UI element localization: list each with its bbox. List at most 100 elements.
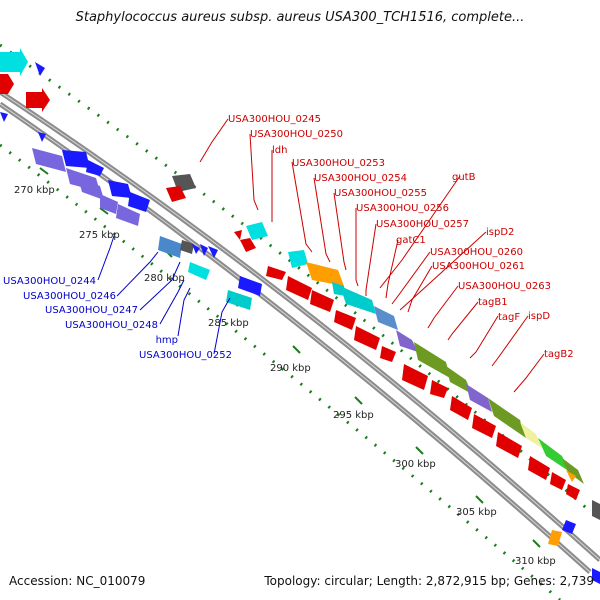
red-gene-labels: USA300HOU_0245 USA300HOU_0250 ldh USA300… [228,114,574,360]
gene-label: USA300HOU_0247 [45,305,138,316]
gene-arrow [0,74,14,94]
gene-label: tagB2 [544,349,574,360]
gene-arrow [286,276,312,300]
gene-label: gatC1 [396,235,426,246]
gene-arrow [562,458,584,484]
gene-label: USA300HOU_0254 [314,173,407,184]
gene-arrow [86,160,104,176]
gene-label: USA300HOU_0246 [23,291,116,302]
gene-arrow [414,342,450,378]
gene-arrow [334,310,356,330]
gene-arrow [0,48,28,76]
gene-arrow [566,470,576,482]
tick-label: 280 kbp [144,273,185,284]
gene-label: USA300HOU_0255 [334,188,427,199]
gene-arrow [402,364,428,390]
gene-arrow [26,88,50,112]
tick-label: 295 kbp [333,410,374,421]
tick-marks [39,167,541,548]
gene-arrow [496,432,522,458]
topology-text: Topology: circular; Length: 2,872,915 bp… [264,574,594,588]
gene-arrow [430,380,448,398]
gene-label: USA300HOU_0250 [250,129,343,140]
gene-label: ispD [528,311,550,322]
gene-label: hmp [156,335,178,346]
scale-labels: 270 kbp 275 kbp 280 kbp 285 kbp 290 kbp … [14,185,556,567]
tick-label: 290 kbp [270,363,311,374]
gene-label: USA300HOU_0257 [376,219,469,230]
gene-arrow [310,290,334,312]
gene-arrow [562,520,576,534]
gene-arrow [592,568,600,584]
gene-arrow [78,178,104,200]
gene-arrow [240,238,256,252]
gene-label: USA300HOU_0260 [430,247,523,258]
gene-arrow [450,396,472,420]
gene-arrow [566,484,580,500]
gene-arrow [520,422,542,448]
tick-label: 275 kbp [79,230,120,241]
gene-arrow [374,306,398,330]
gene-arrow [116,204,140,226]
reverse-genes [32,132,600,584]
gene-arrow [396,330,418,352]
gene-arrow [472,414,496,438]
gene-arrow [340,286,376,314]
gene-arrow [354,326,380,350]
gene-label: USA300HOU_0252 [139,350,232,361]
gene-arrow [200,244,208,256]
gene-arrow [266,266,286,280]
gene-arrow [592,500,600,520]
gene-arrow [166,186,186,202]
gene-arrow [226,290,252,310]
tick-label: 285 kbp [208,318,249,329]
tick-label: 310 kbp [515,556,556,567]
blue-gene-labels: USA300HOU_0244 USA300HOU_0246 USA300HOU_… [3,276,232,361]
gene-label: tagF [498,312,520,323]
gene-label: USA300HOU_0256 [356,203,449,214]
gene-label: gutB [452,172,476,183]
gene-arrow [550,472,566,490]
gene-arrow [188,262,210,280]
gene-arrow [128,192,150,212]
gene-arrow [234,230,242,240]
gene-label: USA300HOU_0244 [3,276,96,287]
gene-label: USA300HOU_0253 [292,158,385,169]
gene-arrow [238,276,262,296]
gene-arrow [180,240,194,254]
gene-arrow [62,150,90,168]
gene-arrow [158,236,182,258]
gene-arrow [380,346,396,362]
gene-arrow [192,244,200,254]
tick-label: 270 kbp [14,185,55,196]
red-leader-lines [199,118,545,393]
gene-arrow [100,194,118,214]
map-title: Staphylococcus aureus subsp. aureus USA3… [75,10,525,25]
gene-label: ldh [272,145,287,156]
tick-label: 305 kbp [456,507,497,518]
gene-arrow [466,384,492,412]
gene-arrow [446,366,472,394]
gene-label: USA300HOU_0261 [432,261,525,272]
gene-arrow [35,62,45,76]
gene-label: USA300HOU_0263 [458,281,551,292]
gene-arrow [108,180,132,198]
gene-label: USA300HOU_0245 [228,114,321,125]
backbone-lower [0,101,592,574]
gene-label: ispD2 [486,227,514,238]
gene-arrow [208,246,218,258]
gene-arrow [32,148,66,172]
blue-leader-lines [97,235,231,355]
tick-label: 300 kbp [395,459,436,470]
gene-arrow [528,456,550,480]
gene-arrow [38,132,46,142]
gene-arrow [488,398,526,438]
gene-arrow [0,112,8,122]
gene-arrow [306,262,344,286]
gene-arrow [548,530,562,546]
gene-arrow [246,222,268,240]
gene-label: tagB1 [478,297,508,308]
accession-text: Accession: NC_010079 [9,574,146,588]
gene-arrow [538,438,570,472]
